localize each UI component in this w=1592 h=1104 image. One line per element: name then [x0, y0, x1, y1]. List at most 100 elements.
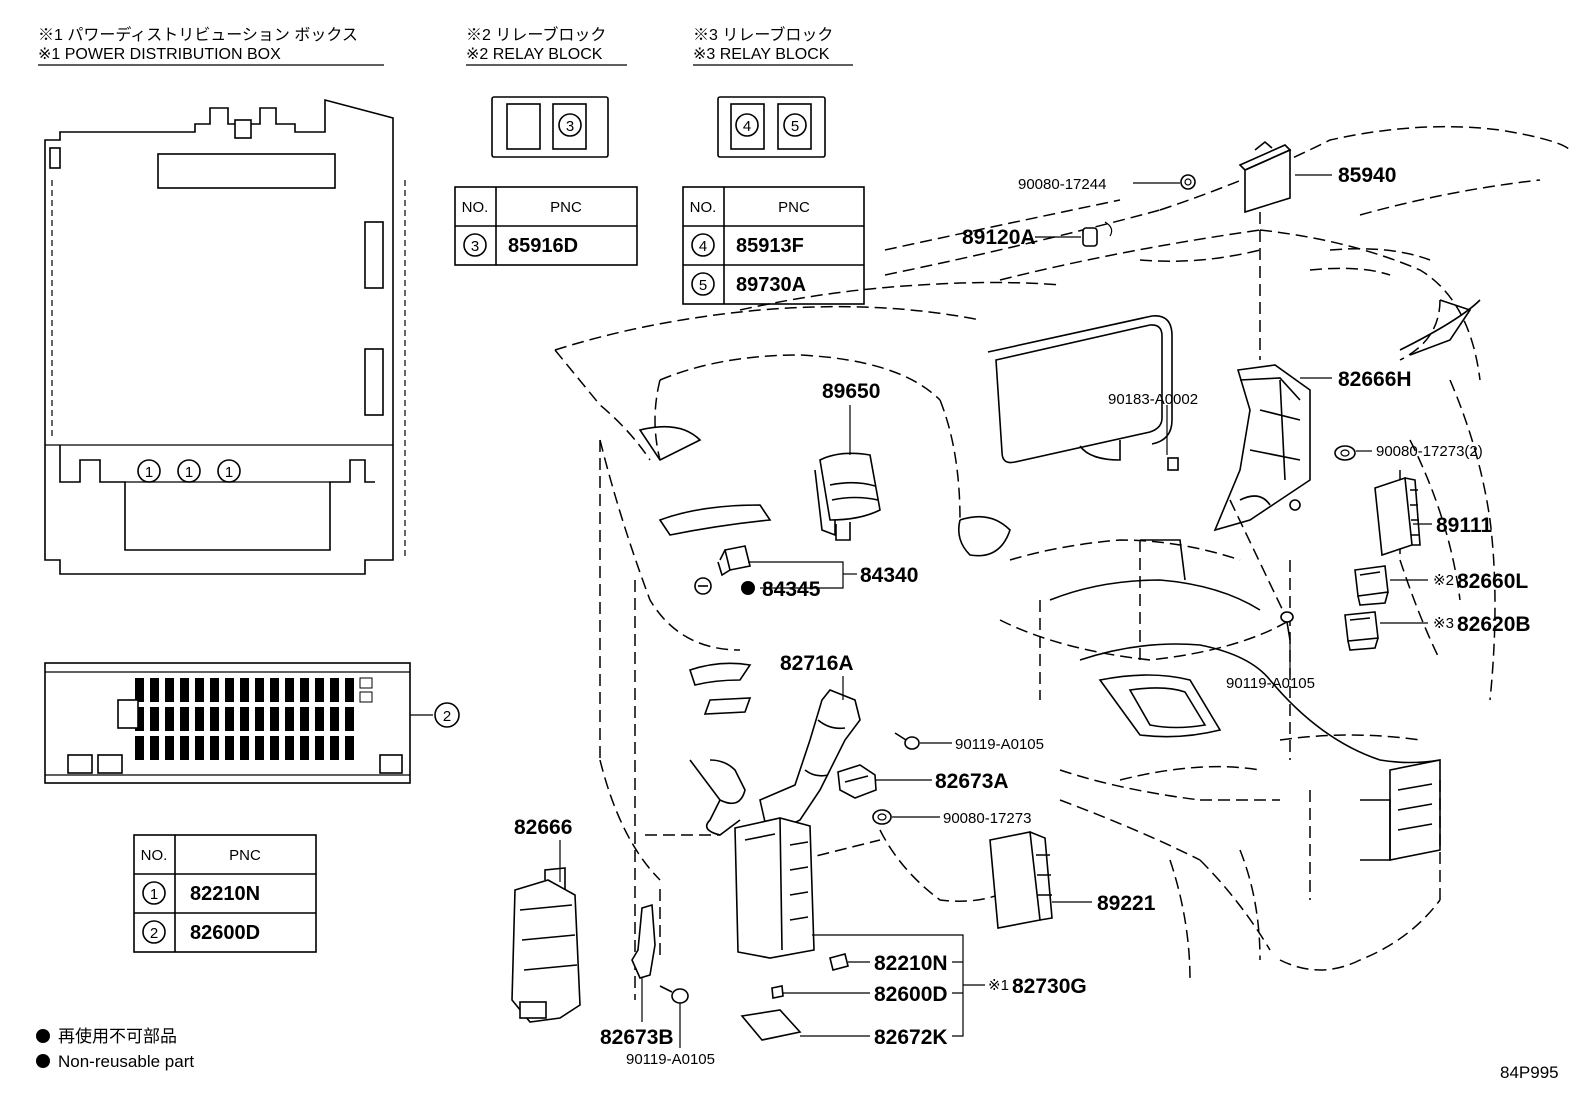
fuse-slot — [330, 678, 339, 702]
fuse-slot — [150, 678, 159, 702]
label-90119-A0105-mid: 90119-A0105 — [955, 736, 1044, 753]
fuse-slot — [300, 678, 309, 702]
component-89111 — [1374, 476, 1421, 557]
fuse-slot — [285, 707, 294, 731]
ref-3: ※3 — [1433, 615, 1454, 632]
component-82600D — [771, 985, 784, 999]
fuse-slot — [255, 736, 264, 760]
component-90183-A0002 — [1167, 457, 1179, 471]
part-labels: 90080-17244 85940 89120A 89650 90183-A00… — [514, 164, 1531, 1068]
header-power-distribution-box: ※1 パワーディストリビューション ボックス ※1 POWER DISTRIBU… — [38, 25, 384, 66]
relay3-row1-no: 4 — [699, 238, 707, 255]
diagram-code: 84P995 — [1500, 1063, 1559, 1082]
fuse-slot — [150, 707, 159, 731]
label-89111: 89111 — [1436, 514, 1492, 537]
component-84340 — [717, 545, 751, 577]
non-reusable-mark-84345 — [741, 581, 755, 595]
label-90080-17273: 90080-17273 — [943, 810, 1031, 827]
fuse-slot — [240, 707, 249, 731]
fuse-slot — [195, 678, 204, 702]
relay3-row1-pnc: 85913F — [736, 235, 804, 257]
relay3-title-jp: ※3 リレーブロック — [693, 25, 833, 44]
component-nut-90080-17273-2 — [1334, 445, 1356, 461]
component-82730G — [734, 817, 815, 959]
table-relay-3: NO. PNC 4 85913F 5 89730A — [682, 186, 865, 305]
component-82673B — [631, 885, 661, 979]
marker-1c: 1 — [225, 464, 233, 481]
fuse-slot — [225, 736, 234, 760]
label-90080-17244: 90080-17244 — [1018, 176, 1106, 193]
dashboard-details — [638, 299, 1481, 861]
component-89120A — [1082, 221, 1113, 247]
relay3-row2-pnc: 89730A — [736, 274, 806, 296]
pdb-row2-pnc: 82600D — [190, 922, 260, 944]
relay3-col-pnc: PNC — [778, 199, 810, 216]
relay-block-2-drawing: 3 — [491, 96, 609, 158]
fuse-slot — [210, 678, 219, 702]
relay2-title-jp: ※2 リレーブロック — [466, 25, 606, 44]
component-82672K — [740, 1009, 802, 1041]
fuse-slot — [330, 736, 339, 760]
fuse-slot — [255, 707, 264, 731]
marker-1a: 1 — [145, 464, 153, 481]
fuse-slot — [270, 736, 279, 760]
label-90080-17273-2: 90080-17273(2) — [1376, 443, 1483, 460]
legend: 再使用不可部品 Non-reusable part 84P995 — [36, 1026, 1559, 1082]
component-85940 — [1238, 140, 1292, 360]
component-82666 — [511, 867, 581, 1023]
label-82666: 82666 — [514, 816, 572, 839]
label-85940: 85940 — [1338, 164, 1396, 187]
label-82600D: 82600D — [874, 983, 948, 1006]
component-82660L — [1354, 565, 1389, 606]
leader-lines — [559, 174, 1432, 1048]
fuse-slot — [240, 736, 249, 760]
marker-2: 2 — [443, 708, 451, 725]
fuse-slot — [330, 707, 339, 731]
small-slot — [359, 691, 373, 703]
fuse-slot — [180, 707, 189, 731]
marker-4: 4 — [743, 118, 751, 135]
marker-3: 3 — [566, 118, 574, 135]
fuse-slot — [285, 736, 294, 760]
component-89221 — [989, 831, 1053, 929]
fuse-slot — [135, 678, 144, 702]
fuse-slot — [240, 678, 249, 702]
fuse-slot — [210, 736, 219, 760]
header-relay-block-3: ※3 リレーブロック ※3 RELAY BLOCK — [693, 25, 853, 66]
relay3-col-no: NO. — [690, 199, 717, 216]
non-reusable-legend-dot-en — [36, 1054, 50, 1068]
fuse-slot — [315, 736, 324, 760]
component-84345 — [694, 577, 755, 595]
table-pdb: NO. PNC 1 82210N 2 82600D — [133, 834, 317, 953]
marker-5: 5 — [791, 118, 799, 135]
fuse-slot — [315, 707, 324, 731]
component-bolt-90119-A0105-right — [1229, 499, 1294, 641]
fuse-slot — [210, 707, 219, 731]
fuse-slot — [225, 678, 234, 702]
pdb-title-jp: ※1 パワーディストリビューション ボックス — [38, 25, 358, 44]
relay2-col-no: NO. — [462, 199, 489, 216]
relay2-col-pnc: PNC — [550, 199, 582, 216]
label-90119-A0105-bottom: 90119-A0105 — [626, 1051, 715, 1068]
label-89221: 89221 — [1097, 892, 1156, 915]
ref-1: ※1 — [988, 977, 1009, 994]
relay2-row1-no: 3 — [471, 238, 479, 255]
legend-jp: 再使用不可部品 — [58, 1026, 177, 1046]
component-82716A — [759, 689, 861, 831]
fuse-slot — [180, 678, 189, 702]
fuse-slot — [135, 736, 144, 760]
fuse-slot — [345, 707, 354, 731]
pdb-top-view: 1 1 1 — [44, 98, 406, 575]
fuse-slot — [345, 736, 354, 760]
fuse-slot — [345, 678, 354, 702]
pdb-bottom-view: 2 — [44, 662, 460, 784]
label-82673B: 82673B — [600, 1026, 674, 1049]
non-reusable-legend-dot-jp — [36, 1029, 50, 1043]
fuse-slot — [165, 707, 174, 731]
fuse-slot — [195, 707, 204, 731]
pdb-col-no: NO. — [141, 847, 168, 864]
fuse-slot — [285, 678, 294, 702]
fuse-grid — [135, 677, 373, 760]
label-82716A: 82716A — [780, 652, 854, 675]
